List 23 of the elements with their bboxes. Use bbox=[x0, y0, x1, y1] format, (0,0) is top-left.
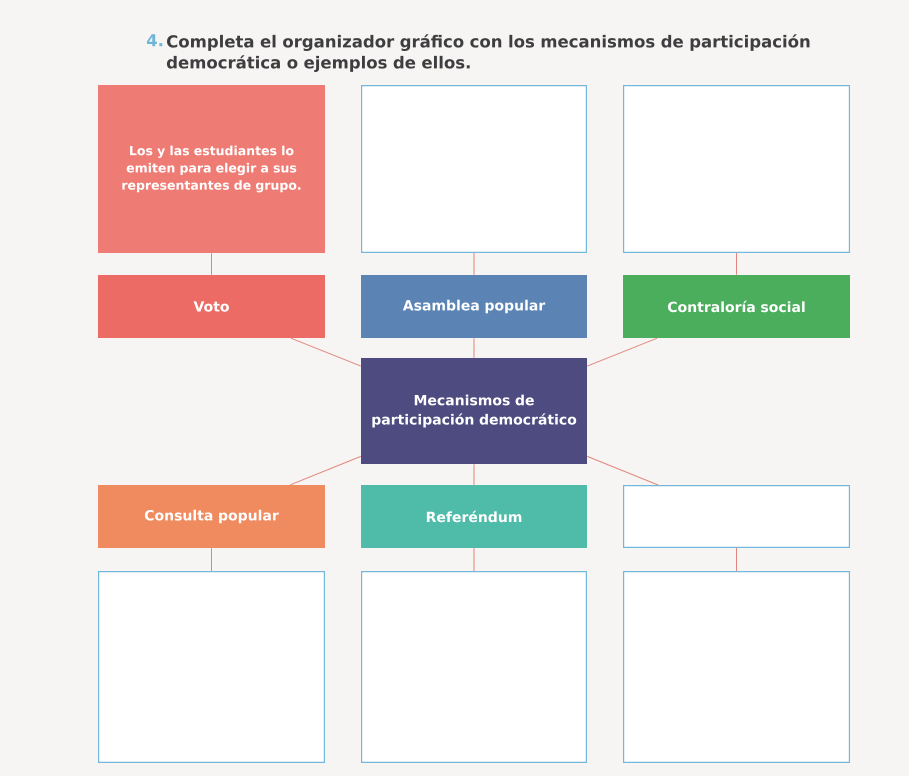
answer-box bbox=[361, 571, 587, 763]
connector-line bbox=[736, 548, 737, 572]
answer-box bbox=[361, 85, 587, 253]
concept-box: Asamblea popular bbox=[361, 275, 587, 338]
answer-box bbox=[623, 485, 850, 548]
answer-box bbox=[98, 571, 325, 763]
connector-line bbox=[586, 338, 658, 367]
concept-box: Contraloría social bbox=[623, 275, 850, 338]
central-box: Mecanismos de participación democrático bbox=[361, 358, 587, 464]
concept-box: Voto bbox=[98, 275, 325, 338]
connector-line bbox=[736, 252, 737, 276]
connector-line bbox=[586, 456, 659, 486]
concept-box: Consulta popular bbox=[98, 485, 325, 548]
connector-line bbox=[211, 548, 212, 572]
connector-line bbox=[290, 338, 362, 367]
instruction-text: Completa el organizador gráfico con los mecanismos de participación democrática o ejemplos de ellos. bbox=[166, 34, 810, 72]
answer-box bbox=[623, 571, 850, 763]
answer-box bbox=[623, 85, 850, 253]
question-number: 4. bbox=[146, 34, 162, 46]
connector-line bbox=[290, 456, 362, 486]
description-box: Los y las estudiantes lo emiten para elegir a sus representantes de grupo. bbox=[98, 85, 325, 253]
connector-line bbox=[211, 252, 212, 276]
concept-box: Referéndum bbox=[361, 485, 587, 548]
